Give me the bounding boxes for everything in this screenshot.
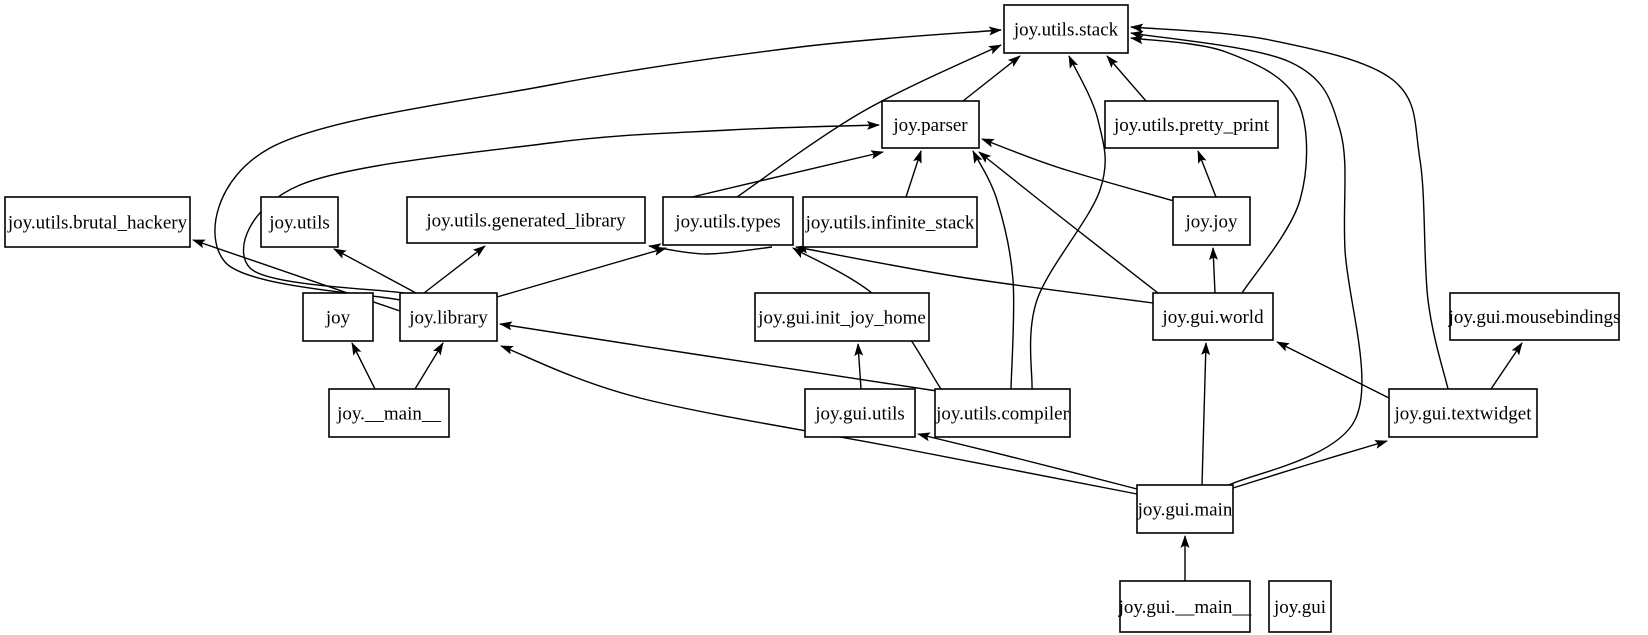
edge-joy-joy-to-joy-utils-pretty-print bbox=[1197, 150, 1217, 198]
node-joy-utils-pretty-print: joy.utils.pretty_print bbox=[1104, 100, 1279, 149]
node-box-joy-utils-brutal-hackery bbox=[4, 196, 191, 248]
edge-joy-gui-textwidget-to-joy-gui-world bbox=[1276, 341, 1390, 399]
node-label-joy-utils-brutal-hackery: joy.utils.brutal_hackery bbox=[7, 213, 188, 234]
edge-joy-gui-main-to-joy-gui-utils bbox=[917, 432, 1138, 490]
node-joy-gui-world: joy.gui.world bbox=[1152, 292, 1274, 341]
edge-joy-joy-to-joy-parser bbox=[981, 138, 1175, 202]
node-joy-gui: joy.gui bbox=[1268, 580, 1332, 633]
edge-joy-gui-main-to-joy-utils-stack bbox=[1130, 30, 1363, 486]
edge-joy-utils-types-to-joy-parser bbox=[691, 150, 884, 198]
edge-joy-gui-main-to-joy-gui-textwidget bbox=[1232, 440, 1388, 489]
node-joy-gui-utils: joy.gui.utils bbox=[804, 388, 916, 438]
node-joy-utils-generated-library: joy.utils.generated_library bbox=[406, 196, 646, 244]
node-label-joy-utils-pretty-print: joy.utils.pretty_print bbox=[1113, 115, 1270, 136]
node-label-joy: joy bbox=[325, 308, 351, 329]
node-joy-utils-compiler: joy.utils.compiler bbox=[934, 388, 1071, 438]
node-label-joy-utils-infinite-stack: joy.utils.infinite_stack bbox=[805, 213, 975, 234]
node-box-joy-gui-world bbox=[1152, 292, 1274, 341]
node-box-joy-gui-textwidget bbox=[1388, 388, 1538, 438]
node-label-joy-gui-main: joy.gui.main bbox=[1137, 500, 1233, 521]
node-label-joy-utils-compiler: joy.utils.compiler bbox=[935, 404, 1069, 425]
edge-joy-gui-world-to-joy-parser bbox=[978, 151, 1159, 294]
node-joy: joy bbox=[302, 292, 374, 342]
node-box-joy-gui-main-module bbox=[1119, 580, 1251, 633]
node-box-joy-main-module bbox=[328, 388, 450, 438]
edge-joy-gui-world-to-joy-utils-stack bbox=[1130, 35, 1308, 294]
node-box-joy bbox=[302, 292, 374, 342]
node-label-joy-utils: joy.utils bbox=[268, 213, 330, 234]
edge-joy-gui-textwidget-to-joy-utils-stack bbox=[1130, 23, 1449, 390]
node-box-joy-gui-init-joy-home bbox=[754, 292, 930, 342]
node-label-joy-gui: joy.gui bbox=[1273, 597, 1326, 618]
edge-joy-gui-main-to-joy-gui-world bbox=[1201, 342, 1211, 486]
node-box-joy-gui-mousebindings bbox=[1449, 292, 1620, 341]
node-label-joy-gui-textwidget: joy.gui.textwidget bbox=[1393, 404, 1532, 425]
node-box-joy-utils-types bbox=[662, 196, 794, 246]
node-label-joy-library: joy.library bbox=[408, 308, 488, 329]
node-joy-utils: joy.utils bbox=[260, 196, 339, 248]
node-label-joy-gui-main-module: joy.gui.__main__ bbox=[1118, 597, 1252, 618]
node-joy-parser: joy.parser bbox=[881, 100, 980, 149]
node-joy-gui-main-module: joy.gui.__main__ bbox=[1118, 580, 1252, 633]
node-box-joy-utils-pretty-print bbox=[1104, 100, 1279, 149]
node-joy-utils-infinite-stack: joy.utils.infinite_stack bbox=[802, 196, 978, 248]
edge-joy-library-to-joy-utils-stack bbox=[214, 26, 1002, 301]
node-label-joy-gui-init-joy-home: joy.gui.init_joy_home bbox=[757, 308, 926, 329]
edge-joy-gui-world-to-joy-joy bbox=[1209, 247, 1219, 294]
node-box-joy-utils-compiler bbox=[934, 388, 1071, 438]
node-label-joy-utils-generated-library: joy.utils.generated_library bbox=[425, 211, 626, 232]
node-box-joy-gui-utils bbox=[804, 388, 916, 438]
node-label-joy-utils-stack: joy.utils.stack bbox=[1013, 20, 1119, 41]
edge-joy-gui-world-to-joy-utils-types bbox=[795, 244, 1154, 304]
node-joy-utils-brutal-hackery: joy.utils.brutal_hackery bbox=[4, 196, 191, 248]
nodes-layer: joy.utils.stack joy.parser joy.utils.prett… bbox=[4, 4, 1621, 633]
node-joy-utils-types: joy.utils.types bbox=[662, 196, 794, 246]
edge-joy-gui-main-to-joy-library bbox=[500, 345, 1138, 495]
node-joy-library: joy.library bbox=[399, 292, 498, 342]
node-label-joy-utils-types: joy.utils.types bbox=[674, 212, 780, 233]
edge-joy-main-module-to-joy-library bbox=[414, 342, 444, 390]
edge-joy-gui-textwidget-to-joy-gui-mousebindings bbox=[1490, 342, 1523, 390]
node-label-joy-gui-utils: joy.gui.utils bbox=[814, 404, 905, 425]
edge-joy-library-to-joy-utils-types bbox=[496, 247, 667, 298]
edge-joy-utils-compiler-to-joy-parser bbox=[972, 150, 1015, 390]
node-joy-joy: joy.joy bbox=[1172, 196, 1251, 246]
node-label-joy-joy: joy.joy bbox=[1184, 212, 1238, 233]
edge-joy-library-to-joy-utils bbox=[333, 248, 417, 294]
edge-joy-utils-types-to-joy-utils-generated-library bbox=[648, 243, 773, 255]
node-joy-gui-init-joy-home: joy.gui.init_joy_home bbox=[754, 292, 930, 342]
node-joy-gui-mousebindings: joy.gui.mousebindings bbox=[1448, 292, 1621, 341]
edge-joy-main-module-to-joy bbox=[351, 342, 376, 390]
edge-joy-utils-compiler-to-joy-library bbox=[499, 321, 938, 392]
node-box-joy-gui-main bbox=[1136, 484, 1234, 534]
edge-joy-gui-utils-to-joy-gui-init-joy-home bbox=[854, 343, 864, 390]
node-box-joy-utils-stack bbox=[1003, 4, 1129, 54]
edge-joy-library-to-joy-utils-generated-library bbox=[423, 245, 486, 294]
node-box-joy-gui bbox=[1268, 580, 1332, 633]
node-joy-utils-stack: joy.utils.stack bbox=[1003, 4, 1129, 54]
node-joy-gui-textwidget: joy.gui.textwidget bbox=[1388, 388, 1538, 438]
node-box-joy-joy bbox=[1172, 196, 1251, 246]
node-joy-gui-main: joy.gui.main bbox=[1136, 484, 1234, 534]
edge-joy-utils-compiler-to-joy-utils-stack bbox=[1029, 55, 1106, 390]
node-box-joy-utils-infinite-stack bbox=[802, 196, 978, 248]
node-box-joy-utils bbox=[260, 196, 339, 248]
edges-layer bbox=[192, 23, 1523, 581]
edge-joy-parser-to-joy-utils-stack bbox=[962, 55, 1021, 102]
edge-joy-utils-types-to-joy-utils-stack bbox=[736, 44, 1002, 198]
node-label-joy-gui-mousebindings: joy.gui.mousebindings bbox=[1448, 307, 1621, 328]
node-label-joy-gui-world: joy.gui.world bbox=[1161, 307, 1264, 328]
node-joy-main-module: joy.__main__ bbox=[328, 388, 450, 438]
node-box-joy-parser bbox=[881, 100, 980, 149]
edge-joy-utils-infinite-stack-to-joy-parser bbox=[905, 150, 922, 198]
node-label-joy-parser: joy.parser bbox=[892, 115, 968, 136]
node-label-joy-main-module: joy.__main__ bbox=[336, 404, 441, 425]
edge-joy-library-to-joy-parser bbox=[242, 120, 880, 294]
node-box-joy-library bbox=[399, 292, 498, 342]
node-box-joy-utils-generated-library bbox=[406, 196, 646, 244]
edge-joy-utils-pretty-print-to-joy-utils-stack bbox=[1106, 55, 1147, 102]
